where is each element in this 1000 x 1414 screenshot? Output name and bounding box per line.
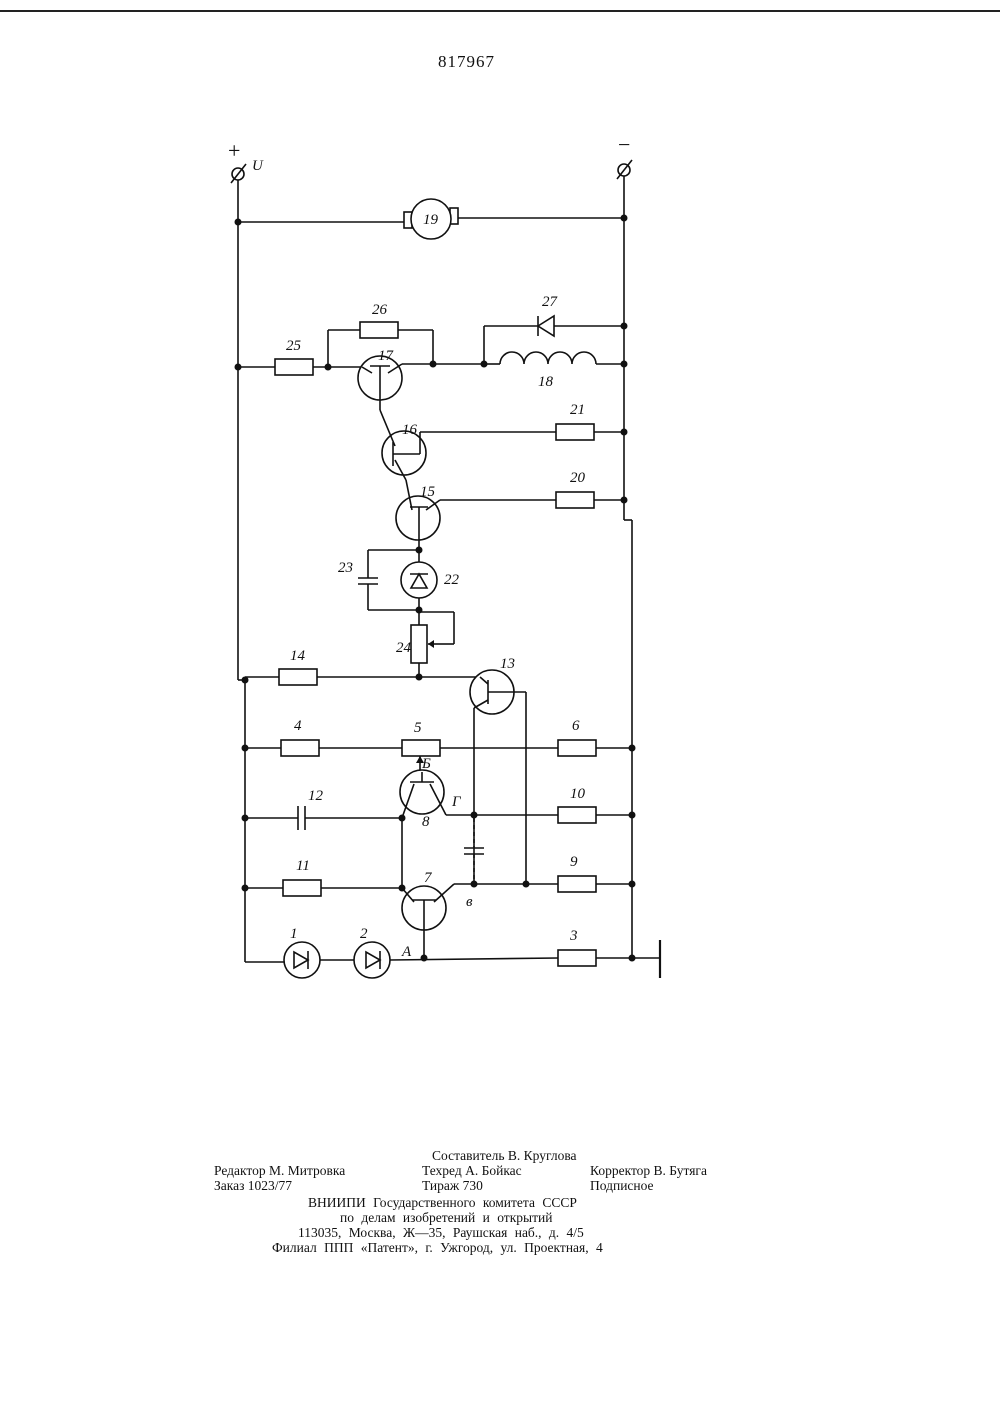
motor-19: 19 bbox=[238, 199, 624, 239]
diode-1: 1 bbox=[245, 926, 354, 978]
circuit-schematic: + U − 19 25 26 17 bbox=[0, 0, 1000, 1100]
diode-2: 2 А bbox=[354, 926, 558, 978]
label-17: 17 bbox=[378, 348, 395, 364]
label-27: 27 bbox=[542, 294, 559, 310]
label-9: 9 bbox=[570, 854, 578, 870]
transistor-16: 16 bbox=[380, 410, 426, 480]
resistor-3: 3 bbox=[558, 928, 632, 966]
label-v: в bbox=[466, 894, 473, 910]
label-7: 7 bbox=[424, 870, 433, 886]
transistor-13: 13 bbox=[470, 656, 526, 884]
label-25: 25 bbox=[286, 338, 302, 354]
label-3: 3 bbox=[569, 928, 578, 944]
label-11: 11 bbox=[296, 858, 310, 874]
label-4: 4 bbox=[294, 718, 302, 734]
address-line: 113035, Москва, Ж—35, Раушская наб., д. … bbox=[298, 1225, 584, 1240]
label-b: Б bbox=[421, 756, 431, 772]
label-22: 22 bbox=[444, 572, 460, 588]
potentiometer-24: 24 bbox=[396, 612, 454, 677]
label-a: А bbox=[401, 944, 412, 960]
tech-editor-line: Техред А. Бойкас bbox=[422, 1163, 522, 1178]
label-14: 14 bbox=[290, 648, 306, 664]
resistor-4: 4 bbox=[245, 718, 402, 756]
resistor-9: 9 в bbox=[454, 854, 632, 910]
label-16: 16 bbox=[402, 422, 418, 438]
resistor-11: 11 bbox=[245, 858, 402, 896]
label-13: 13 bbox=[500, 656, 515, 672]
branch-line: Филиал ППП «Патент», г. Ужгород, ул. Про… bbox=[272, 1240, 603, 1255]
resistor-14: 14 bbox=[245, 648, 480, 685]
label-6: 6 bbox=[572, 718, 580, 734]
subscription-line: Подписное bbox=[590, 1178, 654, 1193]
compiler-line: Составитель В. Круглова bbox=[432, 1148, 577, 1163]
label-g: Г bbox=[451, 794, 462, 810]
plus-terminal: + U bbox=[228, 138, 264, 183]
label-19: 19 bbox=[423, 212, 439, 228]
order-line: Заказ 1023/77 bbox=[214, 1178, 292, 1193]
label-23: 23 bbox=[338, 560, 353, 576]
transistor-15: 15 bbox=[396, 480, 440, 545]
label-15: 15 bbox=[420, 484, 436, 500]
resistor-21: 21 bbox=[420, 402, 624, 454]
transistor-8: Б 8 Г bbox=[400, 756, 558, 830]
zener-22: 22 bbox=[401, 545, 460, 625]
voltage-label: U bbox=[252, 158, 264, 174]
label-12: 12 bbox=[308, 788, 324, 804]
transistor-17: 17 bbox=[358, 348, 402, 410]
resistor-6: 6 bbox=[558, 718, 632, 756]
label-10: 10 bbox=[570, 786, 586, 802]
resistor-10: 10 bbox=[558, 786, 632, 823]
org-line-2: по делам изобретений и открытий bbox=[340, 1210, 552, 1225]
resistor-20: 20 bbox=[440, 470, 624, 508]
editor-line: Редактор М. Митровка bbox=[214, 1163, 345, 1178]
label-26: 26 bbox=[372, 302, 388, 318]
label-5: 5 bbox=[414, 720, 422, 736]
circulation-line: Тираж 730 bbox=[422, 1178, 483, 1193]
label-18: 18 bbox=[538, 374, 554, 390]
coil-18: 18 bbox=[484, 352, 624, 390]
org-line-1: ВНИИПИ Государственного комитета СССР bbox=[308, 1195, 577, 1210]
label-2: 2 bbox=[360, 926, 368, 942]
label-20: 20 bbox=[570, 470, 586, 486]
label-21: 21 bbox=[570, 402, 585, 418]
label-24: 24 bbox=[396, 640, 412, 656]
capacitor-12: 12 bbox=[245, 788, 402, 830]
plus-sign: + bbox=[228, 138, 240, 163]
label-8: 8 bbox=[422, 814, 430, 830]
minus-sign: − bbox=[618, 132, 630, 157]
resistor-25: 25 bbox=[238, 338, 362, 375]
label-1: 1 bbox=[290, 926, 298, 942]
minus-terminal: − bbox=[617, 132, 632, 179]
corrector-line: Корректор В. Бутяга bbox=[590, 1163, 707, 1178]
